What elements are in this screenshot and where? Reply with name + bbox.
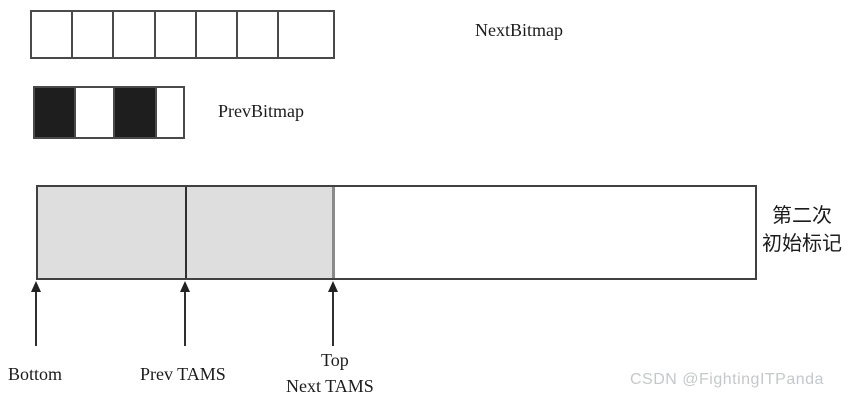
top-pointer-label: Top xyxy=(321,350,349,370)
heap-region-segment-unmarked xyxy=(335,187,755,278)
csdn-watermark: CSDN @FightingITPanda xyxy=(630,371,824,388)
top-next-tams-pointer-arrow xyxy=(328,281,338,346)
heap-region-segment-marked xyxy=(187,187,335,278)
next-tams-pointer-label: Next TAMS xyxy=(286,376,374,396)
prev-bitmap xyxy=(33,86,185,139)
next-bitmap-cell-empty xyxy=(114,12,156,57)
annotation-line-1: 第二次 xyxy=(772,205,832,227)
prev-tams-pointer-arrow xyxy=(180,281,190,346)
bottom-pointer-label: Bottom xyxy=(8,364,63,384)
next-bitmap xyxy=(30,10,335,59)
heap-region xyxy=(36,185,757,280)
prev-bitmap-cell-filled xyxy=(115,88,157,137)
next-bitmap-label: NextBitmap xyxy=(475,20,563,40)
next-bitmap-cell-empty xyxy=(32,12,74,57)
next-bitmap-cell-empty xyxy=(279,12,333,57)
prev-bitmap-cell-empty xyxy=(156,88,183,137)
prev-tams-pointer-label: Prev TAMS xyxy=(140,364,226,384)
annotation-line-2: 初始标记 xyxy=(762,233,842,255)
bottom-pointer-arrow xyxy=(31,281,41,346)
next-bitmap-cell-empty xyxy=(155,12,197,57)
heap-region-segment-marked xyxy=(38,187,187,278)
prev-bitmap-label: PrevBitmap xyxy=(218,101,304,121)
region-annotation: 第二次 初始标记 xyxy=(757,202,847,258)
next-bitmap-cell-empty xyxy=(196,12,239,57)
prev-bitmap-cell-filled xyxy=(35,88,76,137)
next-bitmap-cell-empty xyxy=(238,12,280,57)
prev-bitmap-cell-empty xyxy=(75,88,116,137)
next-bitmap-cell-empty xyxy=(73,12,115,57)
